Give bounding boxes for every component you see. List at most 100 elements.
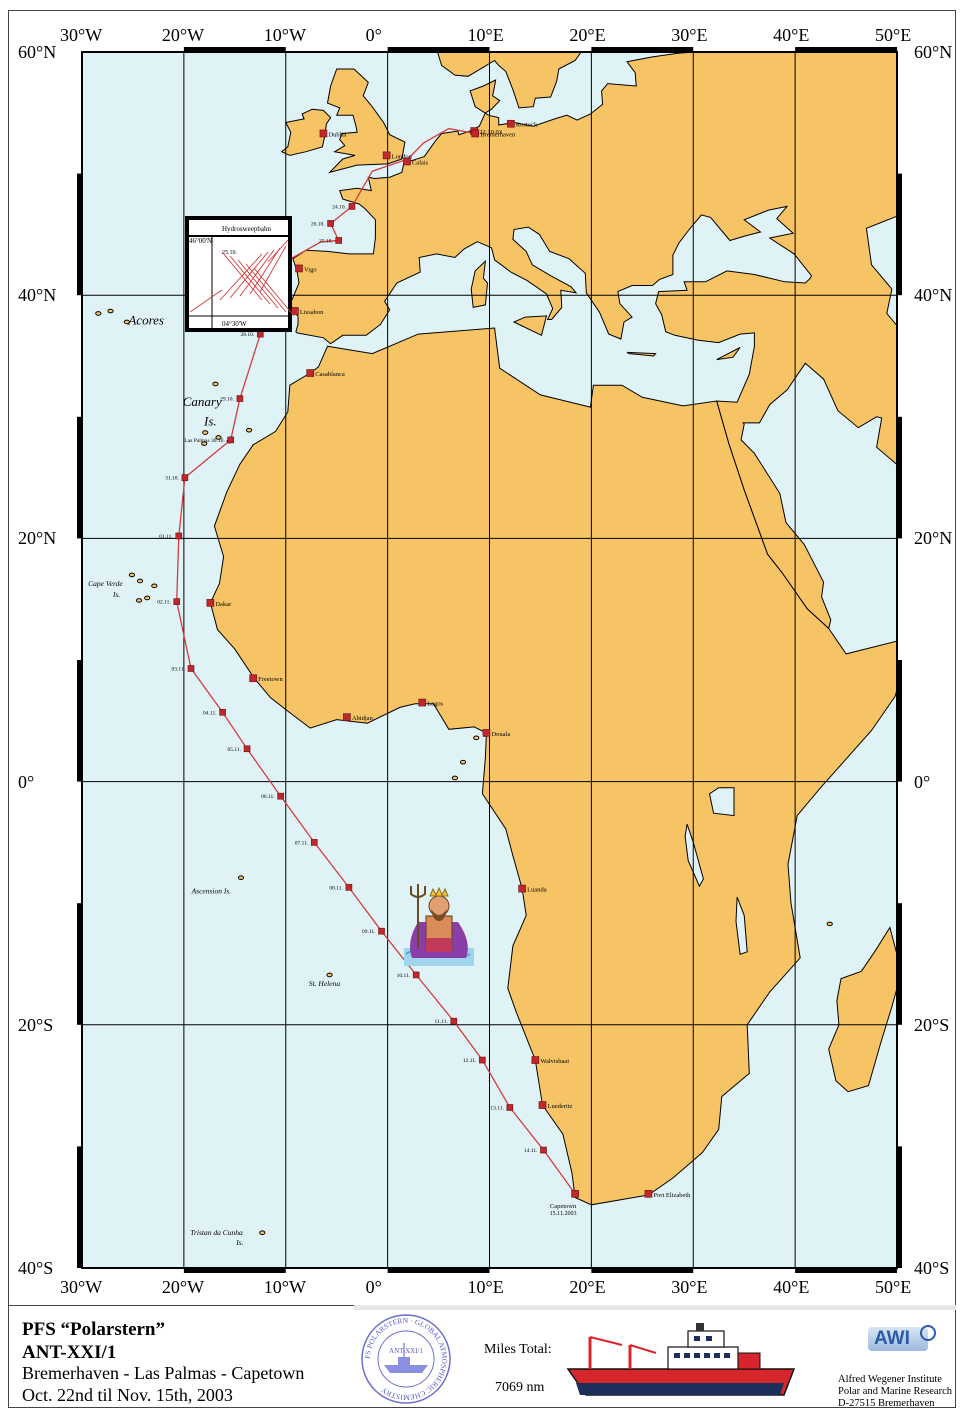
station-marker: 09.11. [362, 927, 385, 935]
lon-label: 10°W [263, 1277, 306, 1297]
island-label: Is. [203, 413, 217, 428]
station-marker: 05.11. [227, 745, 251, 753]
station-date: 01.11. [159, 534, 173, 540]
island-label: Tristan da Cunha [190, 1228, 243, 1237]
port-marker: Luederitz [538, 1101, 572, 1110]
lon-label: 30°W [60, 25, 103, 45]
voyage-map[interactable]: 22.10.03BremerhavenRostockDublinLondonCa… [0, 0, 964, 1305]
station-date: 07.11. [295, 840, 309, 846]
port-label: 22.10.03 [479, 129, 502, 136]
island-label: Acores [127, 312, 164, 327]
port-marker: Dublin [319, 129, 347, 138]
port-marker: Luanda [518, 884, 547, 894]
port-marker: Casablanca [306, 369, 345, 378]
port-marker: Freetown [249, 674, 283, 683]
neptune-figure [404, 884, 474, 966]
port-label: Luederitz [547, 1103, 572, 1110]
miles-total-label: Miles Total: [484, 1342, 552, 1357]
final-stop-name: Capetown [550, 1203, 577, 1210]
lon-label: 20°E [569, 25, 606, 45]
island-label: St. Helena [309, 979, 340, 988]
lat-label: 20°N [914, 528, 953, 549]
final-stop-date: 15.11.2003 [550, 1211, 577, 1217]
station-date: 06.11. [261, 794, 275, 800]
ship-name: PFS “Polarstern” [22, 1319, 166, 1340]
border-scale-bars [77, 47, 902, 1273]
lon-label: 50°E [875, 1277, 912, 1297]
inset-lat-label: 46°00'N [189, 237, 212, 245]
station-date: 03.11. [171, 667, 185, 673]
lat-label: 20°S [18, 1014, 54, 1035]
port-marker: Douala [482, 729, 510, 738]
lon-label: 30°E [671, 25, 708, 45]
station-marker: 04.11. [203, 708, 226, 716]
port-label: Walvisbaai [540, 1058, 569, 1065]
cruise-seal-icon: FS POLARSTERN · GLOBAL ATMOSPHERIC CHEMI… [361, 1314, 451, 1404]
station-date: 29.10. [220, 397, 234, 403]
station-marker: 29.10. [220, 395, 244, 403]
station-marker: 24.10. [332, 203, 356, 210]
lat-label: 20°S [914, 1014, 950, 1035]
route-description: Bremerhaven - Las Palmas - Capetown [22, 1363, 305, 1383]
port-marker: Vigo [295, 264, 317, 273]
institute-line-1: Alfred Wegener Institute [838, 1374, 942, 1385]
port-label: Abidjan [352, 715, 374, 722]
port-label: Dakar [215, 601, 232, 608]
inset-lon-label: 04°30'W [222, 320, 247, 328]
port-marker: London [382, 151, 413, 160]
lat-label: 60°N [18, 42, 57, 62]
port-marker: Abidjan [343, 713, 374, 722]
lon-label: 30°W [60, 1277, 103, 1297]
lat-label: 40°S [18, 1258, 54, 1278]
station-marker: 03.11. [171, 665, 195, 673]
station-date: 28.10. [241, 332, 255, 338]
lat-label: 20°N [18, 528, 57, 549]
station-date: 31.10. [165, 476, 179, 482]
port-marker: Bremerhaven [471, 129, 516, 138]
station-marker: 28.10. [241, 330, 264, 338]
port-label: Lissabon [300, 309, 324, 316]
station-date: 13.11. [490, 1105, 504, 1111]
polarstern-ship-icon [566, 1323, 796, 1396]
station-date: 10.11. [397, 973, 411, 979]
lat-label: 0° [18, 771, 35, 792]
station-marker: 10.11. [397, 971, 420, 979]
port-label: Casablanca [315, 371, 345, 378]
miles-total-value: 7069 nm [495, 1380, 545, 1395]
station-date: 04.11. [203, 710, 217, 716]
station-marker: 26.10. [311, 220, 334, 227]
port-marker: Port Elizabeth [644, 1190, 691, 1199]
port-marker: Walvisbaai [531, 1056, 569, 1065]
lat-label: 40°N [914, 285, 953, 306]
station-marker: 06.11. [261, 792, 284, 800]
station-date: 09.11. [362, 929, 376, 935]
institute-line-2: Polar and Marine Research [838, 1386, 952, 1397]
station-date: 25.10. [319, 238, 333, 244]
station-date: 11.11. [435, 1019, 449, 1025]
station-date: 02.11. [157, 600, 171, 606]
island-label: Cape Verde [88, 579, 123, 588]
port-label: Bremerhaven [480, 131, 516, 138]
island-label: Is. [112, 590, 120, 599]
station-marker: 14.11. [524, 1146, 547, 1154]
lon-label: 10°E [467, 1277, 504, 1297]
hydrosweep-inset: Hydrosweepbahn 46°00'N 04°30'W 25.10. [185, 216, 295, 332]
port-marker: Dakar [206, 599, 232, 608]
station-marker: 31.10. [165, 474, 189, 482]
station-date: 26.10. [311, 221, 325, 227]
port-label: Freetown [258, 676, 283, 683]
inset-date-label: 25.10. [222, 250, 238, 256]
port-label: Calais [412, 159, 429, 166]
lon-label: 40°E [773, 1277, 810, 1297]
inset-title: Hydrosweepbahn [222, 225, 271, 233]
cruise-dates: Oct. 22nd til Nov. 15th, 2003 [22, 1385, 233, 1405]
port-label: London [392, 153, 413, 160]
port-label: Lagos [427, 701, 443, 708]
port-label: Rostock [516, 122, 538, 129]
lon-label: 20°W [161, 25, 205, 45]
lon-label: 0° [365, 25, 382, 45]
station-marker: 08.11. [329, 884, 353, 891]
station-marker: Las Palmas 30.10. [184, 436, 235, 444]
port-markers: 22.10.03BremerhavenRostockDublinLondonCa… [206, 119, 691, 1199]
port-label: Dublin [328, 131, 347, 138]
